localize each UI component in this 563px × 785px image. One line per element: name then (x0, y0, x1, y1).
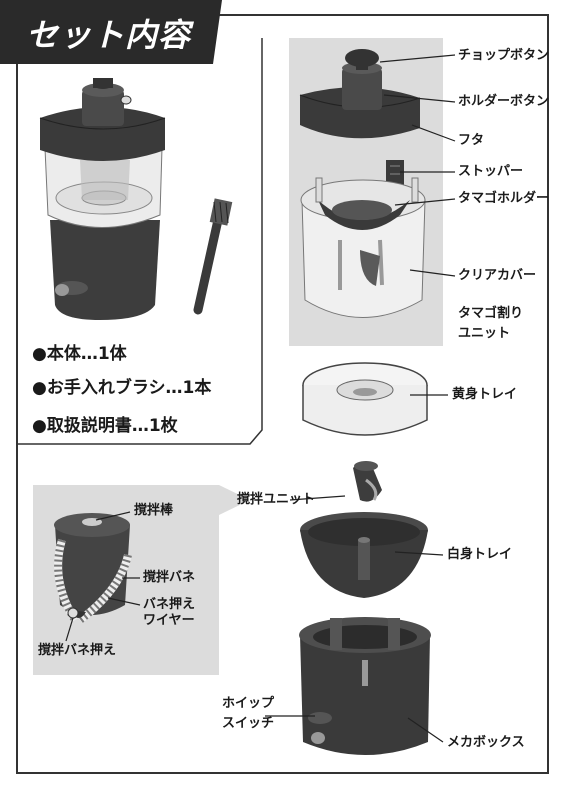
main-unit-illustration (39, 78, 166, 320)
contents-item-brush: ●お手入れブラシ…1本 (32, 378, 212, 398)
label-yolk-tray: 黄身トレイ (452, 387, 518, 402)
label-stopper: ストッパー (458, 164, 524, 179)
label-egg-unit-1: タマゴ割り (458, 306, 524, 321)
yolk-tray-illustration (302, 362, 428, 436)
label-whip-switch-1: ホイップ (222, 696, 275, 711)
label-lid: フタ (458, 133, 485, 148)
mecha-box-illustration (299, 617, 431, 755)
whisk-unit-illustration (353, 461, 382, 502)
page-title: セット内容 (26, 16, 192, 54)
label-whisk-rod: 撹拌棒 (134, 503, 174, 518)
label-whisk-unit: 撹拌ユニット (237, 492, 316, 507)
brush-illustration (193, 198, 233, 315)
label-clear-cover: クリアカバー (458, 268, 537, 283)
white-tray-illustration (300, 512, 428, 598)
label-spring-wire-2: ワイヤー (143, 613, 195, 628)
clear-cover-illustration (300, 177, 426, 318)
label-egg-unit-2: ユニット (458, 326, 511, 341)
label-egg-holder: タマゴホルダー (458, 191, 550, 206)
contents-item-manual: ●取扱説明書…1枚 (32, 416, 178, 436)
label-whip-switch-2: スイッチ (222, 716, 275, 731)
label-spring-wire-1: バネ押え (143, 597, 196, 612)
outer-frame (16, 14, 549, 774)
label-holder-button: ホルダーボタン (458, 94, 550, 109)
whisk-detail-illustration (54, 513, 132, 624)
contents-item-main-unit: ●本体…1体 (32, 344, 127, 364)
label-spring-holder: 撹拌バネ押え (38, 643, 117, 658)
lid-illustration (299, 49, 421, 139)
label-mecha-box: メカボックス (447, 735, 525, 750)
label-whisk-spring: 撹拌バネ (143, 570, 196, 585)
label-white-tray: 白身トレイ (447, 547, 513, 562)
label-chop-button: チョップボタン (458, 48, 550, 63)
